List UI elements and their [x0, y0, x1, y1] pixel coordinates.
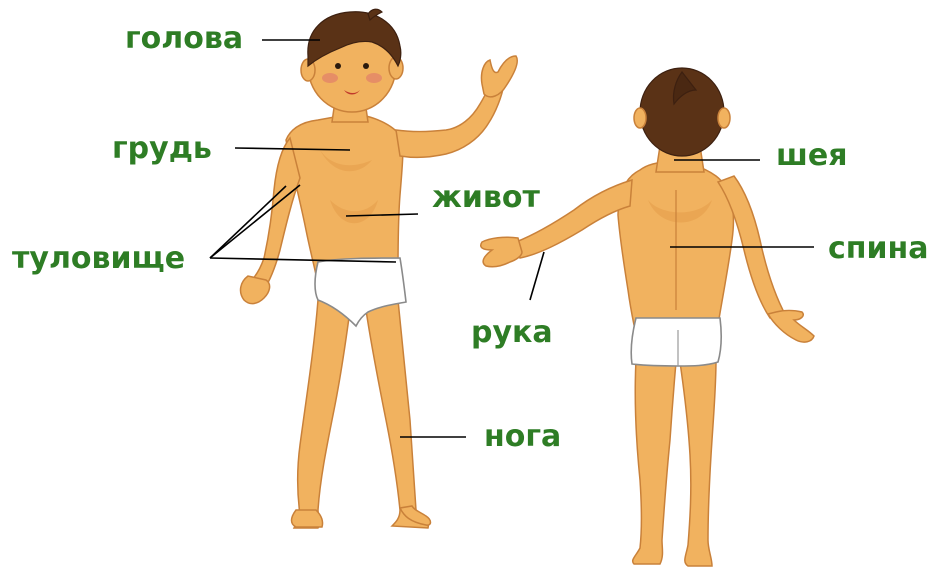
label-leg: нога: [484, 419, 561, 454]
front-left-leg: [294, 300, 350, 528]
label-torso: туловище: [12, 241, 185, 276]
front-left-foot: [292, 510, 323, 527]
back-underwear: [631, 318, 721, 366]
back-right-leg: [680, 360, 716, 566]
front-torso: [286, 116, 403, 275]
back-right-hand: [768, 311, 814, 343]
label-neck: шея: [776, 138, 847, 173]
label-chest: грудь: [112, 131, 212, 166]
front-left-hand: [241, 276, 270, 304]
label-belly: живот: [432, 180, 540, 215]
label-back: спина: [828, 231, 929, 266]
front-right-leg: [366, 300, 428, 528]
back-left-leg: [633, 360, 676, 564]
boy-front-figure: [241, 9, 518, 528]
label-arm: рука: [471, 315, 553, 350]
label-head: голова: [125, 21, 243, 56]
labels: голова грудь туловище живот нога шея спи…: [12, 21, 929, 454]
front-right-hand: [481, 56, 517, 97]
pointer-arm: [530, 252, 544, 300]
back-left-hand: [481, 237, 522, 267]
